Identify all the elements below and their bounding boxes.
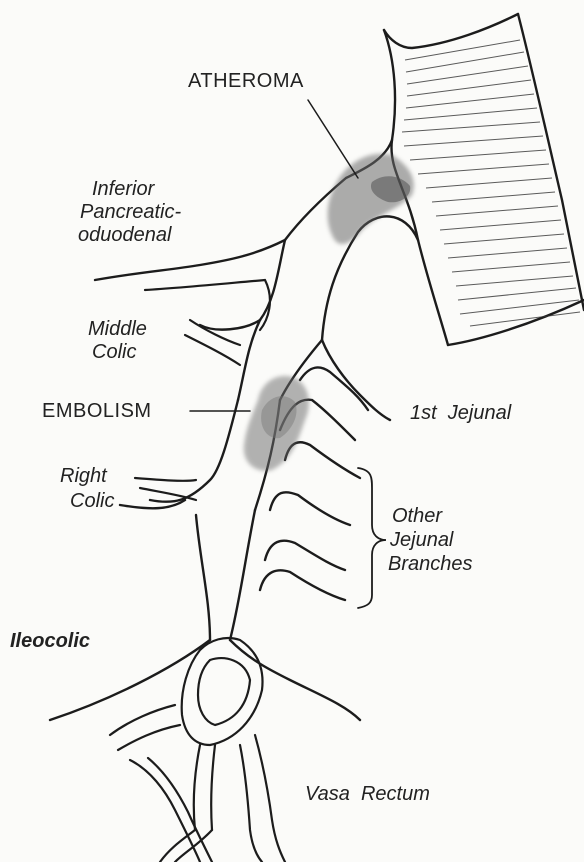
embolism-lesion xyxy=(244,376,309,471)
inferior-pd-label-line2: Pancreatic- xyxy=(80,201,181,224)
right-colic-label-line2: Colic xyxy=(70,490,114,513)
other-jejunal-label-line2: Jejunal xyxy=(390,529,453,552)
side-branches xyxy=(135,280,270,500)
atheroma-leader xyxy=(308,100,358,178)
vasa-rectum-label: Vasa Rectum xyxy=(305,783,430,806)
leader-lines xyxy=(190,100,358,411)
right-colic-label-line1: Right xyxy=(60,465,107,488)
first-jejunal-label: 1st Jejunal xyxy=(410,402,511,425)
other-jejunal-label-line3: Branches xyxy=(388,553,473,576)
atheroma-lesion xyxy=(328,154,414,244)
inferior-pd-label-line1: Inferior xyxy=(92,178,154,201)
middle-colic-label-line2: Colic xyxy=(92,341,136,364)
middle-colic-label-line1: Middle xyxy=(88,318,147,341)
arcades xyxy=(110,638,285,862)
other-jejunal-bracket xyxy=(358,468,386,608)
inferior-pd-label-line3: oduodenal xyxy=(78,224,171,247)
embolism-label: EMBOLISM xyxy=(42,400,152,423)
aorta xyxy=(384,14,584,345)
atheroma-label: ATHEROMA xyxy=(188,70,304,93)
other-jejunal-label-line1: Other xyxy=(392,505,442,528)
ileocolic-label: Ileocolic xyxy=(10,630,90,653)
